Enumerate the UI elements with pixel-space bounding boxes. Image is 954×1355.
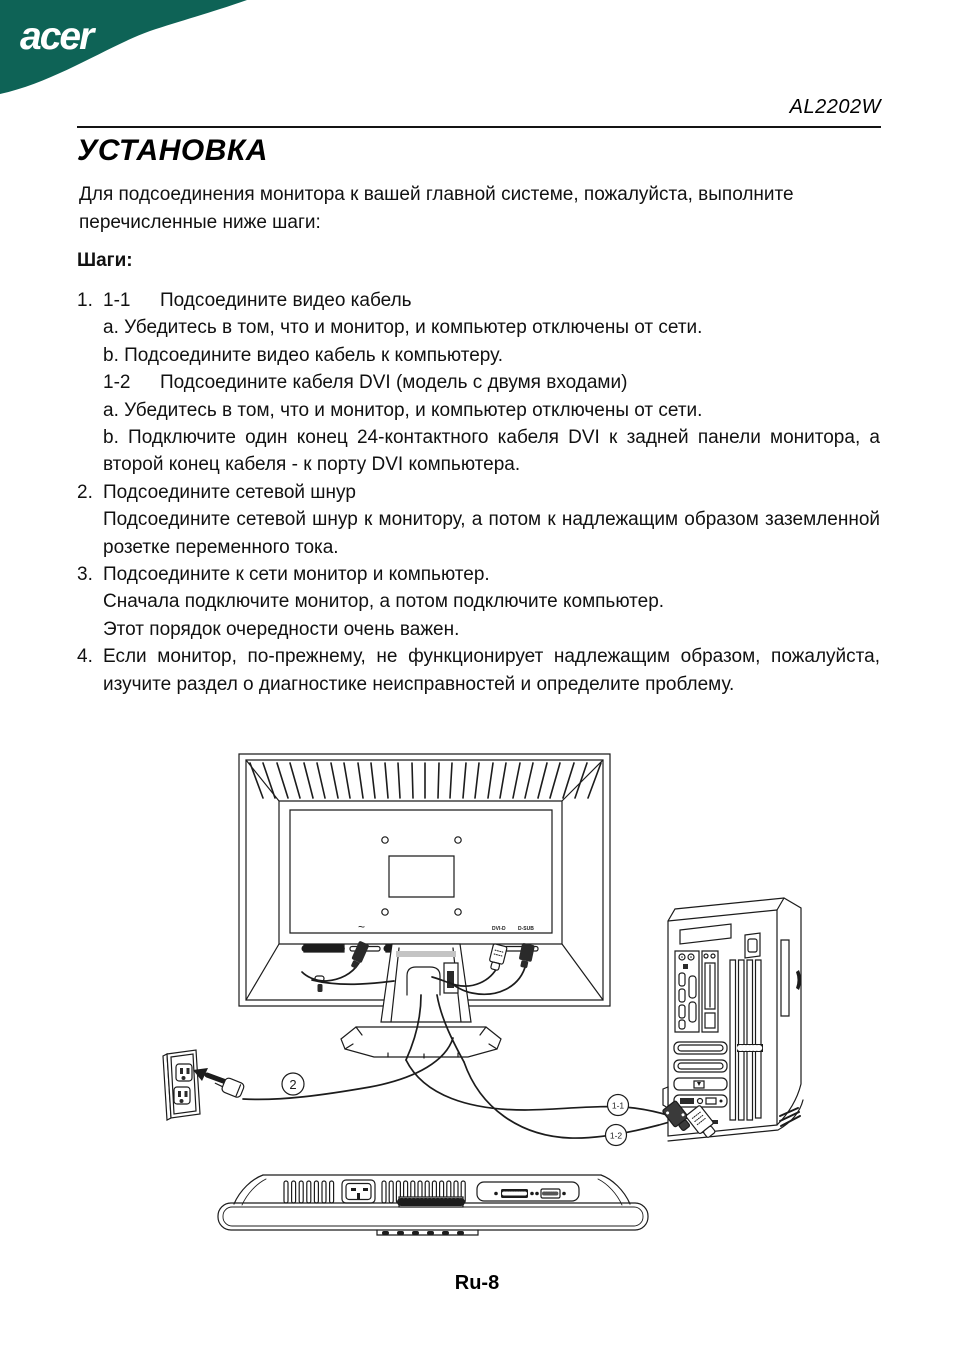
dvi-cable [464, 1062, 693, 1138]
vesa-hole [382, 909, 388, 915]
underside-port-recess [477, 1182, 579, 1201]
step-line: Подсоедините сетевой шнур к монитору, а … [103, 509, 880, 558]
step-number: 2. [77, 481, 93, 503]
tower-io-panel [675, 951, 699, 1032]
tower-power-socket [745, 933, 760, 958]
monitor-stand [381, 944, 471, 1022]
connection-diagram: ~ DVI-D D-SUB [0, 748, 954, 1268]
acer-brand-header: acer [0, 0, 247, 94]
teal-swoosh-shape [0, 0, 247, 94]
model-number: AL2202W [789, 96, 881, 118]
tower-io-panel-2 [702, 951, 718, 1032]
vesa-recess [389, 856, 454, 897]
step-line: 1-2 Подсоедините кабеля DVI (модель с дву… [103, 369, 880, 396]
step-line: b. Подсоедините видео кабель к компьютер… [103, 344, 504, 366]
side-card-slot [781, 940, 789, 1016]
step-item-2: 2. Подсоедините сетевой шнур Подсоединит… [77, 479, 880, 561]
power-cable [243, 1038, 453, 1099]
outlet-socket [176, 1064, 192, 1081]
power-cable [312, 980, 394, 984]
vga-connector-tower [662, 1100, 693, 1133]
cables [243, 963, 693, 1138]
psu-vent [680, 924, 731, 944]
step-line: Этот порядок очередности очень важен. [103, 618, 460, 640]
tower-foot [663, 1087, 668, 1108]
sub-step-marker: 1-2 [103, 372, 131, 394]
page-title: УСТАНОВКА [77, 134, 268, 167]
dvi-connector-monitor [488, 944, 508, 972]
callout-video-cable: 1-1 [608, 1095, 629, 1116]
intro-text: Для подсоединения монитора к вашей главн… [79, 184, 794, 233]
monitor-base [341, 1027, 501, 1058]
ac-inlet [342, 1180, 375, 1203]
header-rule [77, 126, 881, 129]
callout-dvi-cable: 1-2 [606, 1125, 627, 1146]
vent-hatch-top [250, 763, 601, 798]
side-shadow [796, 970, 801, 990]
step-line: b. Подключите один конец 24-контактного … [103, 427, 880, 476]
dvi-port-label: DVI-D [492, 926, 506, 932]
step-line: 1-1 Подсоедините видео кабель [103, 287, 880, 314]
step-item-1: 1. 1-1 Подсоедините видео кабель a. Убеди… [77, 287, 880, 479]
step-item-3: 3. Подсоедините к сети монитор и компьют… [77, 561, 880, 643]
step-number: 4. [77, 646, 93, 668]
dsub-connector-monitor [519, 943, 535, 969]
vga-port [541, 1189, 560, 1198]
pc-tower [663, 898, 803, 1141]
svg-text:2: 2 [289, 1077, 296, 1092]
acer-logo: acer [20, 15, 96, 58]
svg-text:1-1: 1-1 [612, 1101, 625, 1111]
ac-power-plug [213, 1074, 245, 1098]
vesa-hole [455, 837, 461, 843]
sub-step-marker: 1-1 [103, 290, 131, 311]
step-number: 1. [77, 290, 93, 311]
callout-power-cord: 2 [282, 1073, 304, 1095]
svg-text:1-2: 1-2 [610, 1131, 623, 1141]
step-line: a. Убедитесь в том, что и монитор, и ком… [103, 399, 703, 421]
wall-outlet [163, 1050, 200, 1120]
vesa-hole [382, 837, 388, 843]
steps-list: 1. 1-1 Подсоедините видео кабель a. Убеди… [77, 287, 880, 698]
vesa-hole [455, 909, 461, 915]
monitor-bottom-view [218, 1175, 648, 1235]
dvi-cable [432, 966, 498, 986]
step-line: Если монитор, по-прежнему, не функционир… [103, 646, 880, 695]
steps-heading: Шаги: [77, 250, 133, 271]
step-line: Подсоедините сетевой шнур [103, 481, 356, 503]
step-line: Сначала подключите монитор, а потом подк… [103, 591, 665, 613]
monitor-power-plug [351, 941, 369, 969]
step-line: a. Убедитесь в том, что и монитор, и ком… [103, 317, 703, 339]
outlet-socket [174, 1087, 190, 1104]
step-text: Подсоедините кабеля DVI (модель с двумя … [160, 372, 628, 394]
page-number: Ru-8 [454, 1272, 500, 1294]
expansion-slots [674, 1042, 727, 1107]
tower-vent-slots [730, 960, 761, 1120]
dsub-port-label: D-SUB [518, 926, 534, 932]
step-line: Подсоедините к сети монитор и компьютер. [103, 564, 490, 586]
stand-mount-notch [399, 1197, 463, 1207]
step-number: 3. [77, 564, 93, 586]
vga-cable [449, 964, 526, 994]
underside-vents-left [284, 1181, 334, 1203]
vga-cable [406, 1060, 671, 1116]
step-text: Подсоедините видео кабель [160, 290, 412, 311]
step-item-4: 4. Если монитор, по-прежнему, не функцио… [77, 643, 880, 698]
power-cable [302, 963, 359, 981]
power-inlet-label: ~ [358, 920, 365, 934]
monitor-rear-view: ~ DVI-D D-SUB [239, 754, 610, 1058]
dvi-connector-tower [686, 1105, 719, 1141]
